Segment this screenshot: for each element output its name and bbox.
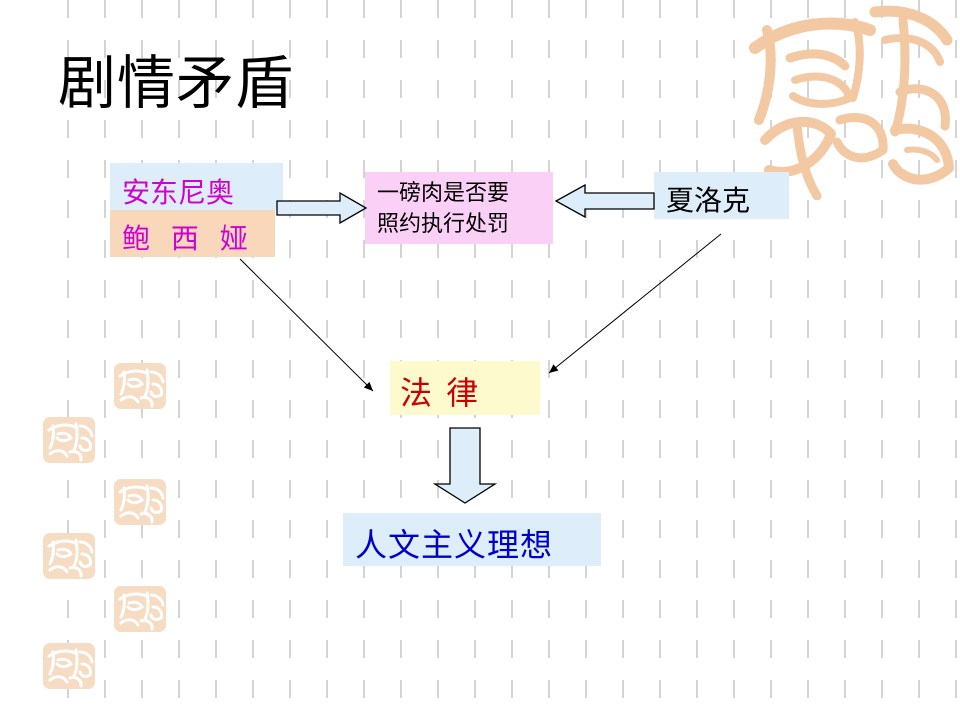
- small-seal-icon-6: [42, 642, 96, 690]
- node-antonio: 安东尼奥: [110, 163, 283, 210]
- node-law: 法 律: [390, 361, 540, 415]
- small-seal-icon-3: [113, 478, 167, 526]
- small-seal-icon-2: [42, 416, 96, 464]
- node-shylock: 夏洛克: [654, 172, 789, 219]
- small-seal-icon-4: [42, 532, 96, 580]
- issue-line-2: 照约执行处罚: [377, 212, 510, 237]
- node-humanism: 人文主义理想: [343, 513, 601, 566]
- small-seal-icon-1: [113, 362, 167, 410]
- small-seal-icon-5: [113, 585, 167, 633]
- node-bassanio: 鲍 西 娅: [110, 210, 275, 257]
- issue-line-1: 一磅肉是否要: [377, 181, 510, 206]
- slide-title: 剧情矛盾: [58, 49, 295, 117]
- large-seal-icon: [749, 5, 954, 200]
- node-central-issue: 一磅肉是否要 照约执行处罚: [365, 172, 553, 244]
